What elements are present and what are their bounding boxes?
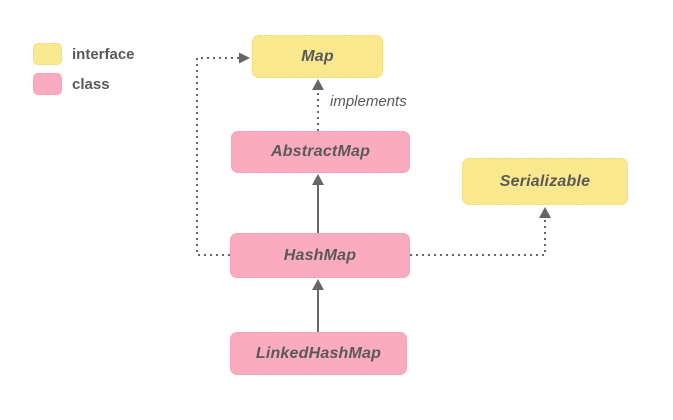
edge-hashmap-implements-serializable [410,207,551,256]
node-map: Map [252,35,383,78]
edge-hashmap-extends-abstractmap [312,174,324,233]
class-color-swatch [33,73,62,95]
edge-linkedhashmap-extends-hashmap [312,279,324,332]
legend-label: interface [72,45,135,63]
legend-item-interface: interface [33,43,135,65]
node-hashmap: HashMap [230,233,410,278]
node-linkedhashmap: LinkedHashMap [230,332,407,375]
legend-item-class: class [33,73,135,95]
legend-label: class [72,75,110,93]
edge-label-implements: implements [330,93,407,110]
node-abstractmap: AbstractMap [231,131,410,173]
edge-abstractmap-implements-map [312,79,324,131]
node-serializable: Serializable [462,158,628,205]
legend: interface class [33,43,135,103]
interface-color-swatch [33,43,62,65]
